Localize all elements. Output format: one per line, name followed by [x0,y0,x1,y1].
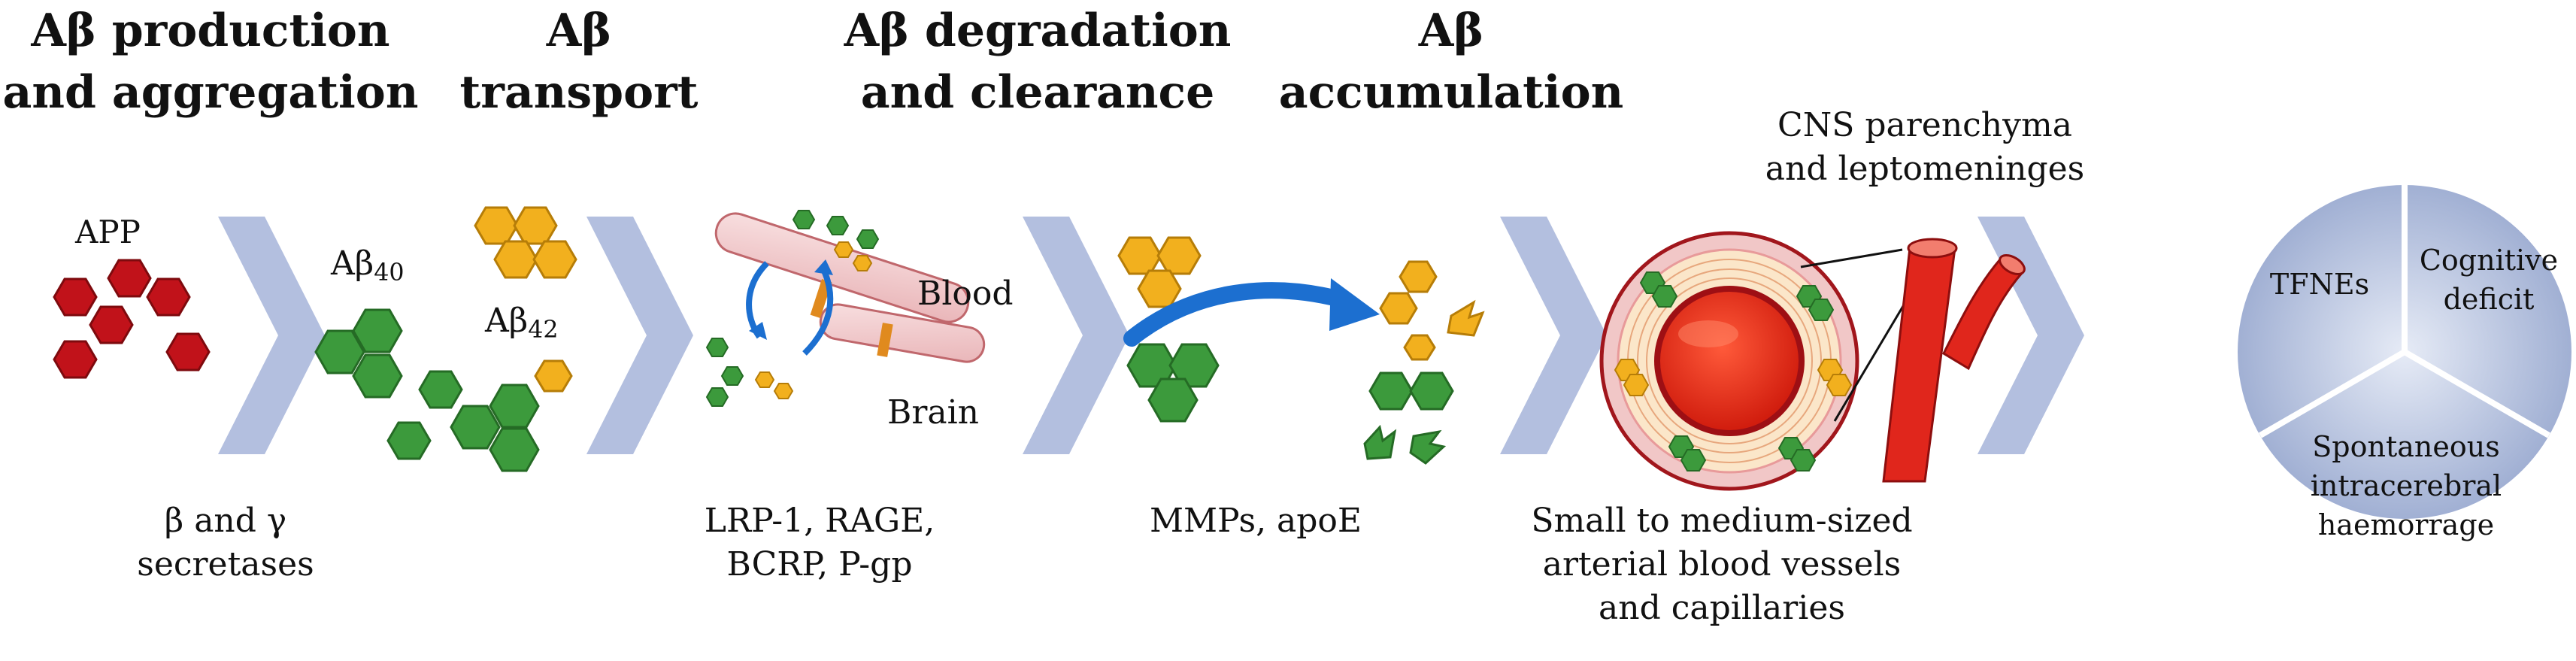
app-label: APP [75,214,141,250]
step2-title-line2: transport [459,66,699,119]
step1-title: Aβ production and aggregation [0,0,421,123]
step1-caption: β and γ secretases [113,499,338,587]
step4-caption-line2: arterial blood vessels [1542,545,1902,584]
step4-title: Aβ accumulation [1278,0,1624,123]
cns-label-line1: CNS parenchyma [1777,106,2072,144]
ab40-label: Aβ40 [331,242,405,295]
step3-caption: MMPs, apoE [1120,499,1391,543]
vessel-cross-section [1599,231,2026,491]
chevron-5 [1977,217,2084,454]
degradation-green-cluster [1126,343,1220,423]
outcome-cognitive-deficit: Cognitive deficit [2414,241,2564,319]
outcome-cognitive-line2: deficit [2443,283,2535,316]
step3-title-line1: Aβ degradation [844,5,1232,57]
ab40-hexagons [314,308,540,472]
cns-label: CNS parenchyma and leptomeninges [1737,104,2113,191]
chevron-4 [1500,217,1607,454]
step2-caption-line1: LRP-1, RAGE, [704,502,935,540]
step4-title-line1: Aβ [1418,5,1484,57]
step1-title-line2: and aggregation [2,66,419,119]
brain-label: Brain [887,393,980,432]
ab42-hexagons [474,206,577,393]
blood-label: Blood [917,274,1014,313]
app-hexagons [53,259,211,379]
step3-caption-line1: MMPs, apoE [1149,502,1362,540]
step1-caption-line1: β and γ [164,502,287,540]
ab42-subscript: 42 [528,316,559,344]
ab40-subscript: 40 [374,259,405,287]
step4-title-line2: accumulation [1278,66,1624,119]
step4-caption-line1: Small to medium-sized [1531,502,1913,540]
step4-caption-line3: and capillaries [1599,589,1845,627]
degradation-arrow [1123,278,1380,347]
step3-title-line2: and clearance [860,66,1215,119]
chevron-2 [586,217,693,454]
blood-vessel [705,210,986,407]
ab42-label: Aβ42 [485,299,559,352]
cns-label-line2: and leptomeninges [1765,150,2085,188]
step2-caption-line2: BCRP, P-gp [726,545,913,584]
outcome-haemorrage-line2: intracerebral [2310,469,2502,502]
chevron-1 [218,217,325,454]
outcomes-pie [2238,185,2571,519]
step1-caption-line2: secretases [137,545,314,584]
outcome-haemorrage-line3: haemorrage [2317,508,2495,541]
chevron-3 [1023,217,1129,454]
step2-title: Aβ transport [436,0,722,123]
ab40-base: Aβ [331,244,374,283]
outcome-haemorrage-line1: Spontaneous [2312,430,2500,463]
step3-title: Aβ degradation and clearance [827,0,1248,123]
step1-title-line1: Aβ production [31,5,390,57]
ab42-base: Aβ [485,302,529,340]
outcome-haemorrage: Spontaneous intracerebral haemorrage [2308,427,2504,544]
step2-title-line1: Aβ [546,5,612,57]
degradation-yellow-cluster [1117,236,1202,308]
outcome-cognitive-line1: Cognitive [2419,244,2559,277]
degradation-products [1363,260,1485,465]
step2-caption: LRP-1, RAGE, BCRP, P-gp [662,499,977,587]
outcome-tfnes: TFNEs [2269,268,2370,301]
step4-caption: Small to medium-sized arterial blood ves… [1489,499,1955,630]
